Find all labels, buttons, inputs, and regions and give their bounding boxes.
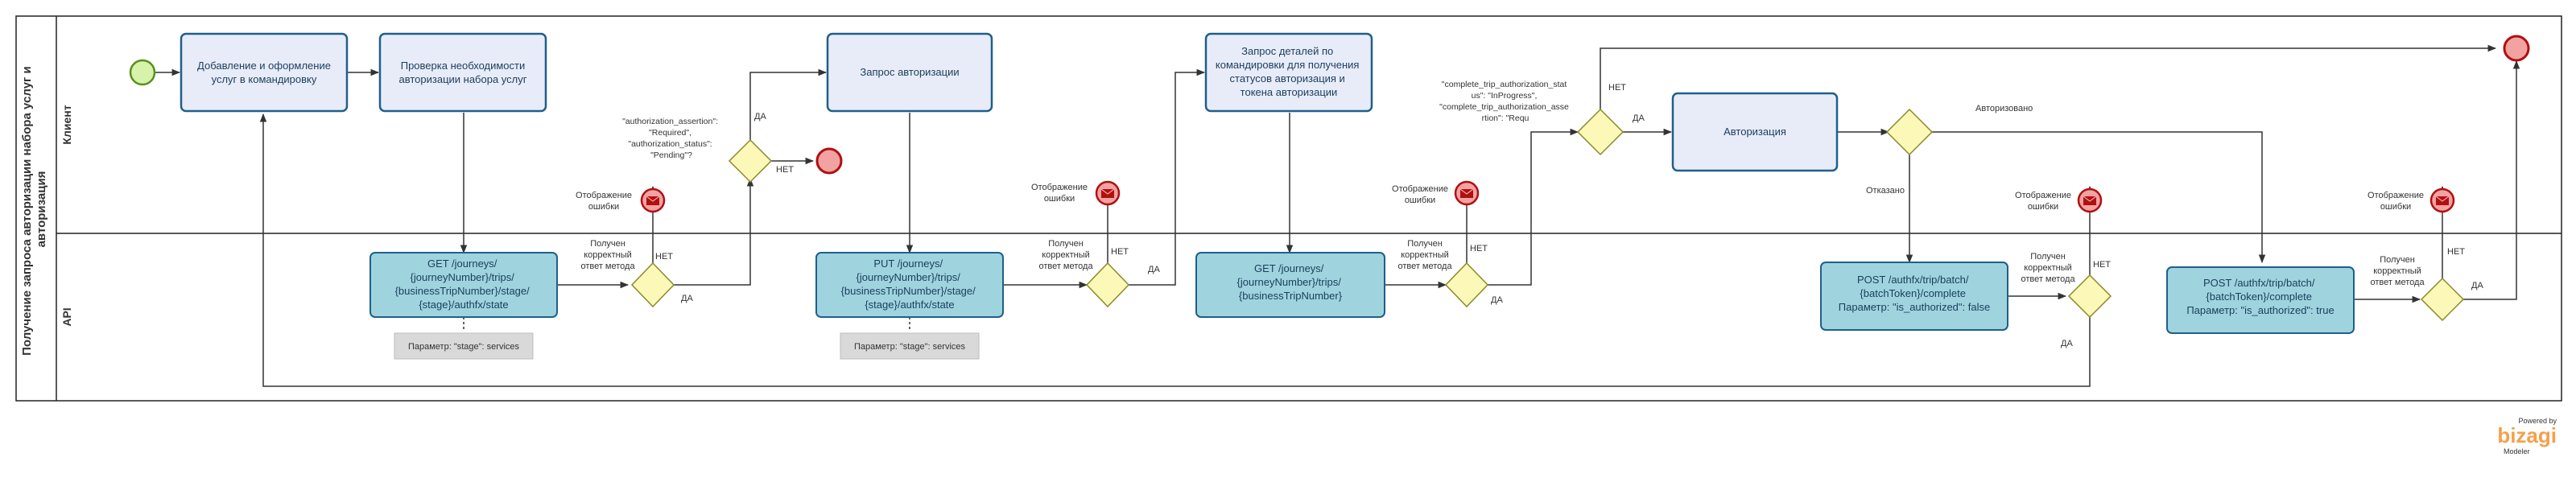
svg-text:bizagi: bizagi [2497, 423, 2557, 447]
task-post-false[interactable]: POST /authfx/trip/batch/ {batchToken}/co… [1820, 262, 2008, 331]
envelope-icon [1459, 188, 1474, 198]
gateway-authorized[interactable] [1885, 108, 1934, 156]
task-request-auth[interactable]: Запрос авторизации [826, 32, 993, 113]
svg-text:НЕТ: НЕТ [2447, 247, 2465, 257]
envelope-icon [2435, 196, 2450, 205]
lane-api-label: API [60, 307, 73, 326]
svg-text:GET /journeys/ {journeyN: GET /journeys/ {journeyNumber}/trips/ {b… [395, 258, 533, 311]
error-end-event-2[interactable] [1095, 180, 1121, 206]
task-get-state[interactable]: GET /journeys/ {journeyNumber}/trips/ {b… [369, 252, 558, 318]
svg-text:POST /authfx/trip/batch/: POST /authfx/trip/batch/ {batchToken}/co… [2186, 277, 2334, 316]
task-request-details[interactable]: Запрос деталей по командировки для получ… [1204, 32, 1373, 113]
svg-text:ДА: ДА [1633, 113, 1645, 123]
end-event-final[interactable] [2503, 35, 2530, 62]
bizagi-logo: Powered by bizagi Modeler [2497, 417, 2557, 455]
error-end-event-5[interactable] [2429, 187, 2455, 213]
task-put-state[interactable]: PUT /journeys/ {journeyNumber}/trips/ {b… [815, 252, 1004, 318]
svg-text:"authorization_assertion":: "authorization_assertion": "Required", "… [622, 117, 720, 160]
gateway-response-1[interactable] [630, 262, 675, 308]
svg-text:Авторизация: Авторизация [1724, 126, 1786, 138]
envelope-icon [1100, 188, 1115, 198]
error-end-event-4[interactable] [2077, 187, 2103, 213]
svg-text:Отказано: Отказано [1866, 186, 1905, 196]
svg-text:НЕТ: НЕТ [1608, 83, 1626, 93]
gateway-response-5[interactable] [2420, 277, 2465, 322]
svg-text:PUT /journeys/ {journeyN: PUT /journeys/ {journeyNumber}/trips/ {b… [841, 258, 979, 311]
svg-text:ДА: ДА [681, 294, 693, 303]
task-post-true[interactable]: POST /authfx/trip/batch/ {batchToken}/co… [2166, 266, 2355, 334]
annotation-stage-2: Параметр: "stage": services [840, 332, 980, 360]
svg-text:ДА: ДА [1491, 295, 1503, 305]
end-event-no-auth[interactable] [815, 147, 843, 175]
svg-text:Авторизовано: Авторизовано [1975, 104, 2033, 113]
svg-text:НЕТ: НЕТ [776, 165, 794, 175]
svg-text:Modeler: Modeler [2504, 447, 2530, 455]
svg-text:Powered by: Powered by [2518, 417, 2557, 425]
envelope-icon [2083, 196, 2097, 205]
start-event[interactable] [129, 59, 156, 86]
svg-text:ДА: ДА [1148, 265, 1160, 274]
svg-text:Параметр: "stage": services: Параметр: "stage": services [408, 342, 520, 352]
gateway-auth-assertion[interactable] [728, 138, 773, 183]
svg-text:НЕТ: НЕТ [1111, 247, 1129, 257]
gateway-complete-status[interactable] [1576, 108, 1624, 156]
gateway-response-4[interactable] [2067, 274, 2112, 319]
svg-text:НЕТ: НЕТ [655, 252, 673, 262]
svg-text:НЕТ: НЕТ [1470, 244, 1488, 253]
gateway-response-3[interactable] [1444, 262, 1489, 308]
svg-text:ДА: ДА [754, 112, 766, 122]
pool-title: Получение запроса авторизации набора усл… [20, 63, 48, 356]
svg-text:ДА: ДА [2471, 281, 2483, 291]
task-get-trip[interactable]: GET /journeys/ {journeyNumber}/trips/ {b… [1195, 252, 1385, 318]
svg-text:НЕТ: НЕТ [2093, 260, 2111, 270]
task-authorization[interactable]: Авторизация [1671, 92, 1839, 172]
gateway-response-2[interactable] [1085, 262, 1130, 308]
lane-client-label: Клиент [60, 105, 73, 144]
svg-text:ДА: ДА [2061, 339, 2073, 348]
svg-text:Параметр: "stage": services: Параметр: "stage": services [854, 342, 966, 352]
svg-text:Запрос авторизации: Запрос авторизации [860, 66, 959, 78]
annotation-stage-1: Параметр: "stage": services [394, 332, 534, 360]
error-end-event-1[interactable] [640, 187, 666, 213]
svg-text:GET /journeys/ {journeyN: GET /journeys/ {journeyNumber}/trips/ {b… [1237, 262, 1344, 302]
envelope-icon [646, 196, 660, 205]
svg-text:Запрос деталей по команд: Запрос деталей по командировки для получ… [1216, 45, 1362, 98]
svg-text:"complete_trip_authorization_s: "complete_trip_authorization_stat us": "… [1439, 80, 1571, 123]
svg-text:POST /authfx/trip/batch/: POST /authfx/trip/batch/ {batchToken}/co… [1839, 274, 1990, 313]
error-end-event-3[interactable] [1454, 180, 1480, 206]
